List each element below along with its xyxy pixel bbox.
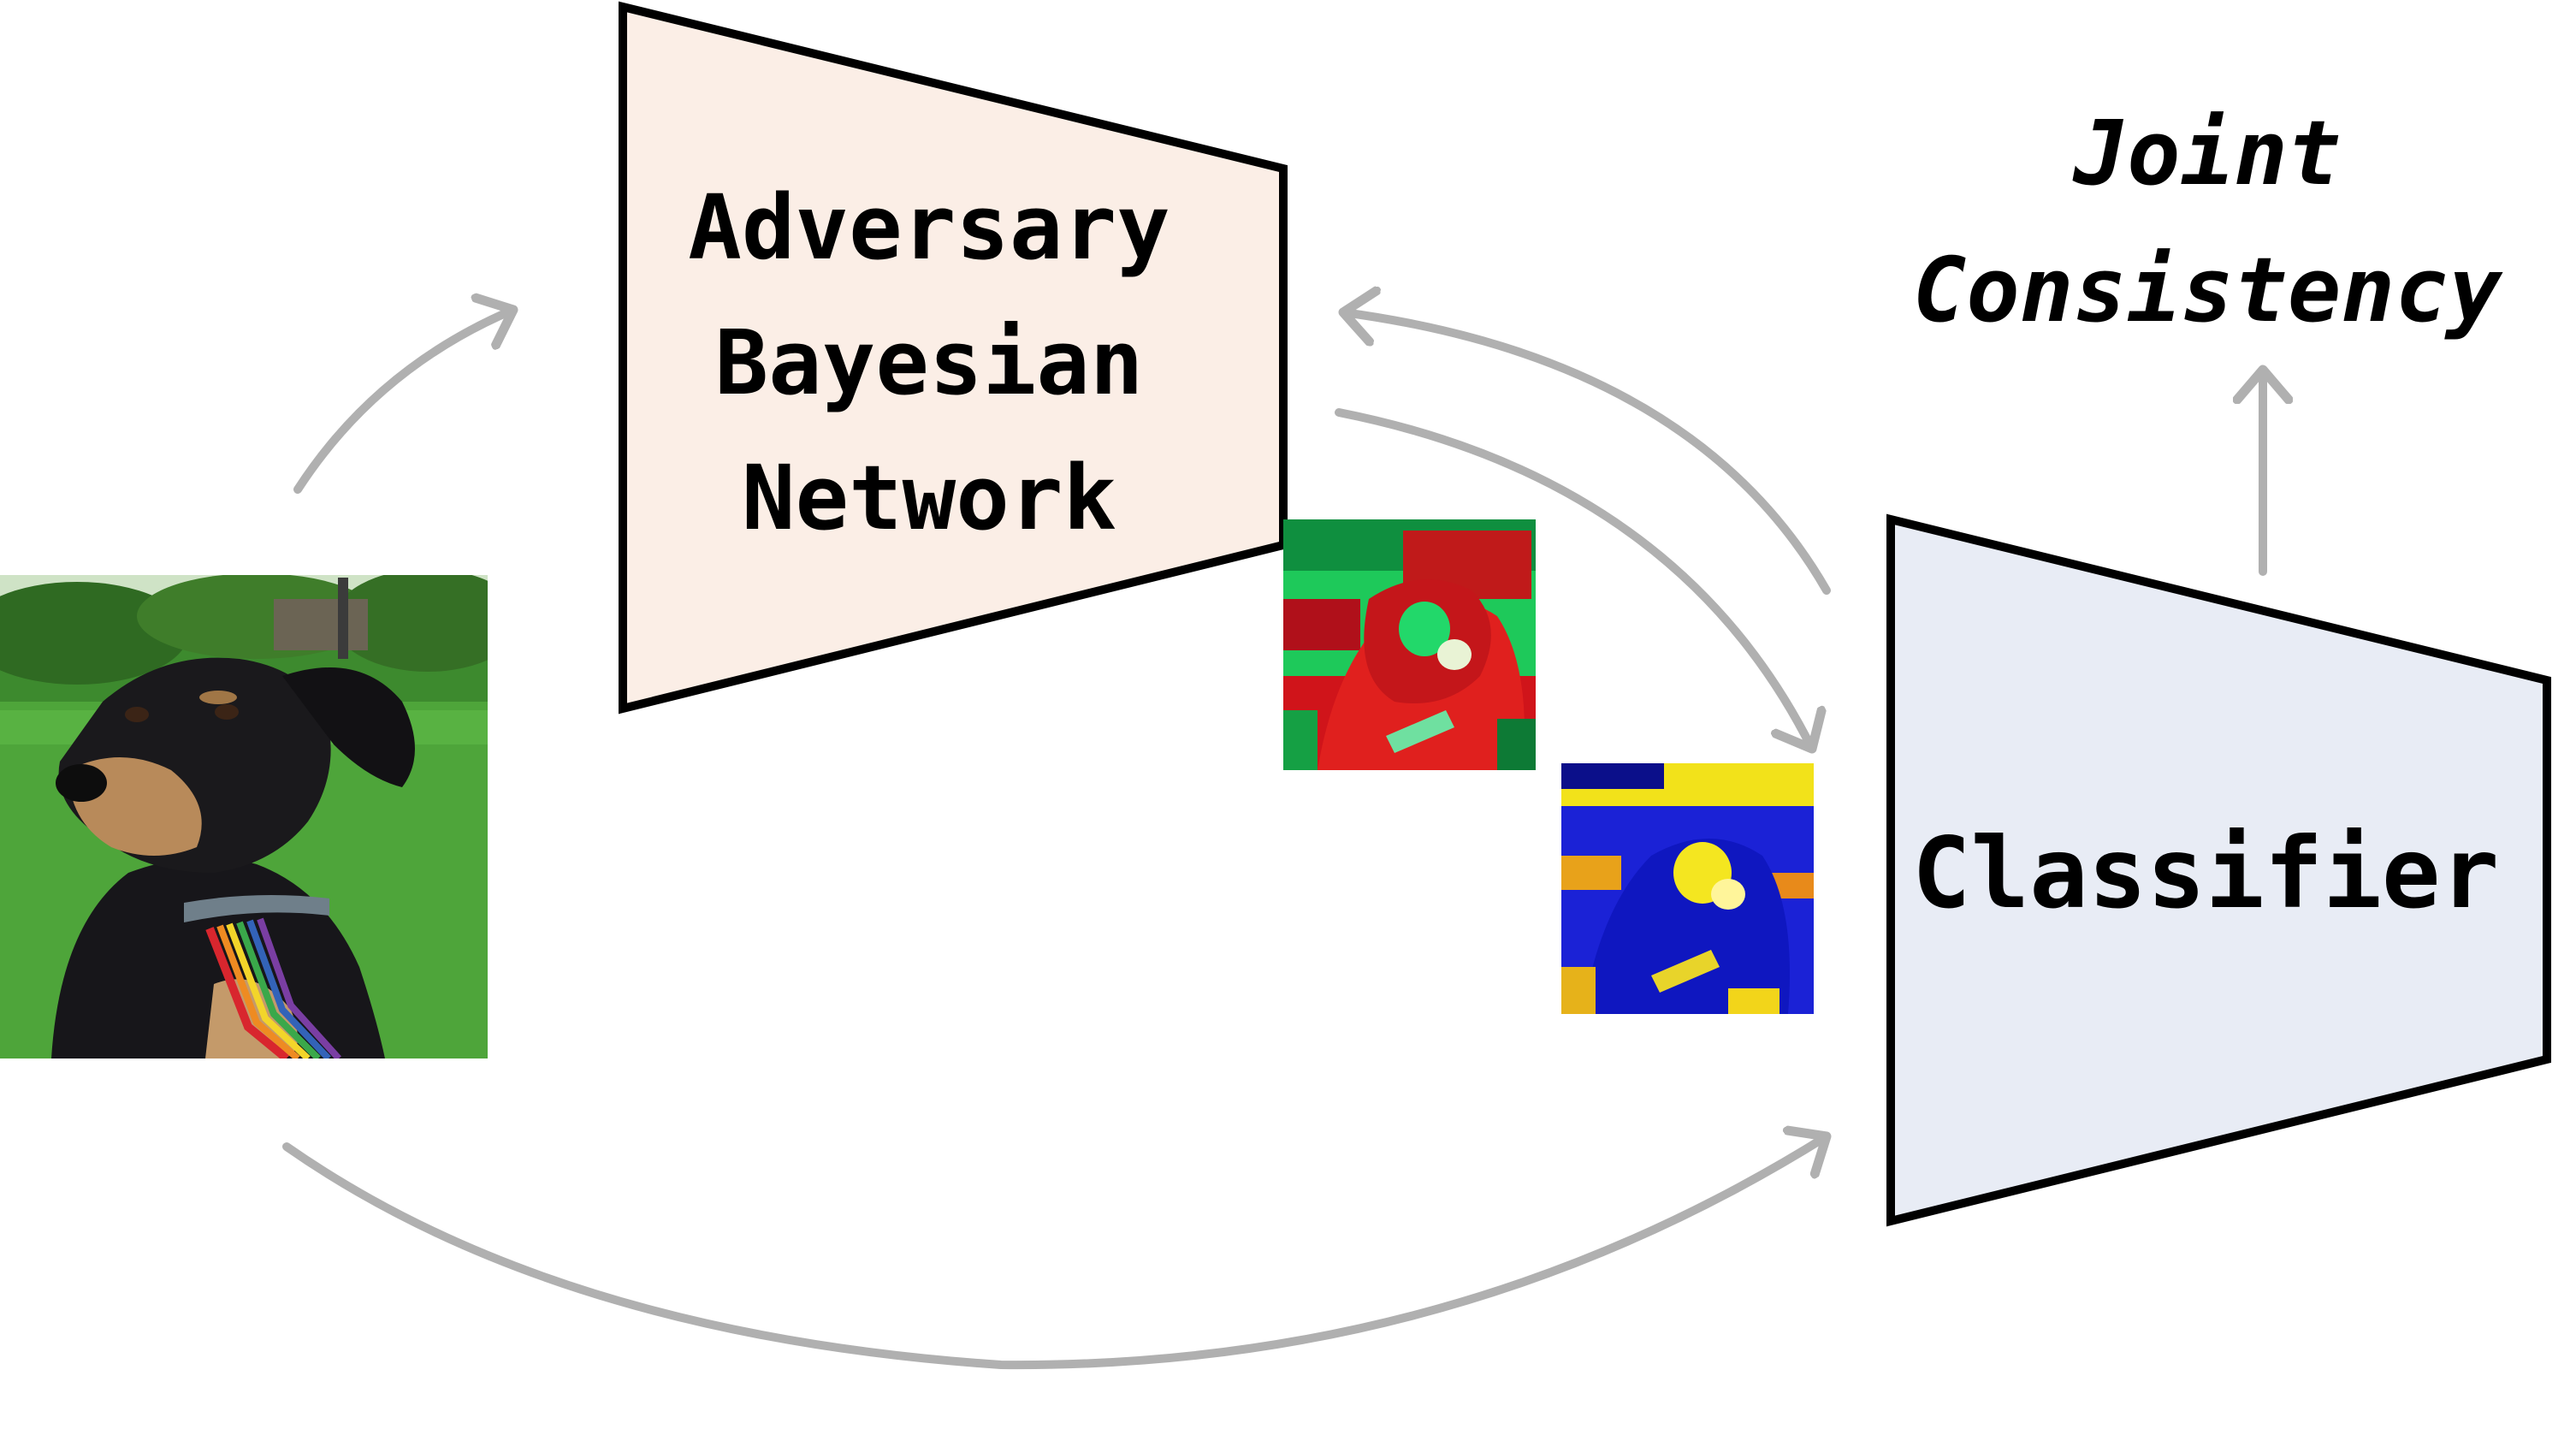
- arrow-classifier-to-adversary: [1343, 312, 1831, 595]
- joint-consistency-label: Joint Consistency: [1913, 101, 2503, 342]
- classifier-label: Classifier: [1912, 816, 2499, 930]
- arrows: [282, 310, 2263, 1370]
- arrow-input-to-classifier: [282, 1136, 1827, 1370]
- adversarial-image-blue-yellow: [1561, 763, 1814, 1014]
- classifier-block: Classifier: [1886, 513, 2551, 1227]
- adversary-label-line-1: Adversary: [688, 175, 1170, 280]
- input-dog-image: [0, 575, 488, 1058]
- arrow-adversary-to-classifier: [1335, 408, 1812, 749]
- adversary-bayesian-network-block: Adversary Bayesian Network: [619, 1, 1288, 715]
- classifier-trapezoid: [1886, 513, 2551, 1227]
- rainbow-leash: [205, 917, 341, 1058]
- adversarial-image-red-green: [1283, 519, 1536, 770]
- joint-consistency-line-2: Consistency: [1913, 238, 2503, 342]
- arrow-input-to-adversary: [293, 310, 513, 494]
- adversary-label-line-3: Network: [742, 446, 1116, 550]
- joint-consistency-line-1: Joint: [2071, 101, 2341, 205]
- adversary-label-line-2: Bayesian: [715, 311, 1144, 415]
